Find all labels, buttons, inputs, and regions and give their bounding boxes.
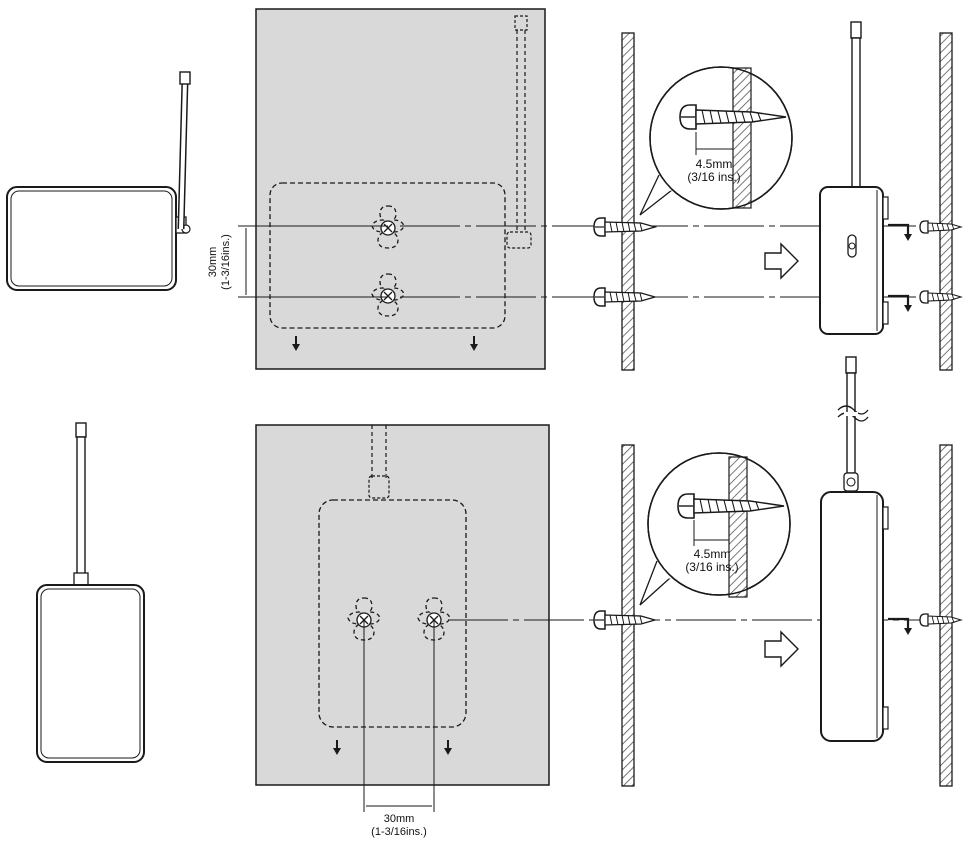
screw-depth-callout-bottom: 4.5mm (3/16 ins.) xyxy=(639,452,791,606)
slide-arrow-bottom xyxy=(888,617,910,630)
wall-right-bottom xyxy=(939,444,953,787)
spacing-label-imperial-bottom: (1-3/16ins.) xyxy=(371,826,427,838)
spacing-label-top: 30mm xyxy=(207,247,219,278)
depth-label-bottom: 4.5mm xyxy=(694,547,731,561)
mount-direction-arrow-bottom xyxy=(764,630,799,668)
depth-label-top: 4.5mm xyxy=(696,157,733,171)
wall-right-top xyxy=(939,32,953,371)
depth-label-imperial-bottom: (3/16 ins.) xyxy=(685,560,738,574)
spacing-dimension-top: 30mm (1-3/16ins.) xyxy=(207,225,388,298)
screw-depth-callout-top: 4.5mm (3/16 ins.) xyxy=(639,66,793,216)
wall-left-top xyxy=(621,32,635,371)
slide-arrow-top-lower xyxy=(888,294,910,307)
device-thumbnail-horizontal xyxy=(6,71,191,291)
depth-label-imperial-top: (3/16 ins.) xyxy=(687,170,740,184)
device-side-view-top xyxy=(819,21,889,335)
mounting-template-top xyxy=(255,8,546,370)
device-side-view-bottom xyxy=(820,356,889,742)
spacing-label-bottom: 30mm xyxy=(384,813,415,825)
mounting-template-bottom xyxy=(255,424,550,786)
slide-arrow-top-upper xyxy=(888,223,910,236)
mount-direction-arrow-top xyxy=(764,242,799,280)
device-thumbnail-vertical xyxy=(36,422,145,763)
spacing-label-imperial-top: (1-3/16ins.) xyxy=(220,234,232,290)
spacing-dimension-bottom: 30mm (1-3/16ins.) xyxy=(363,620,435,838)
